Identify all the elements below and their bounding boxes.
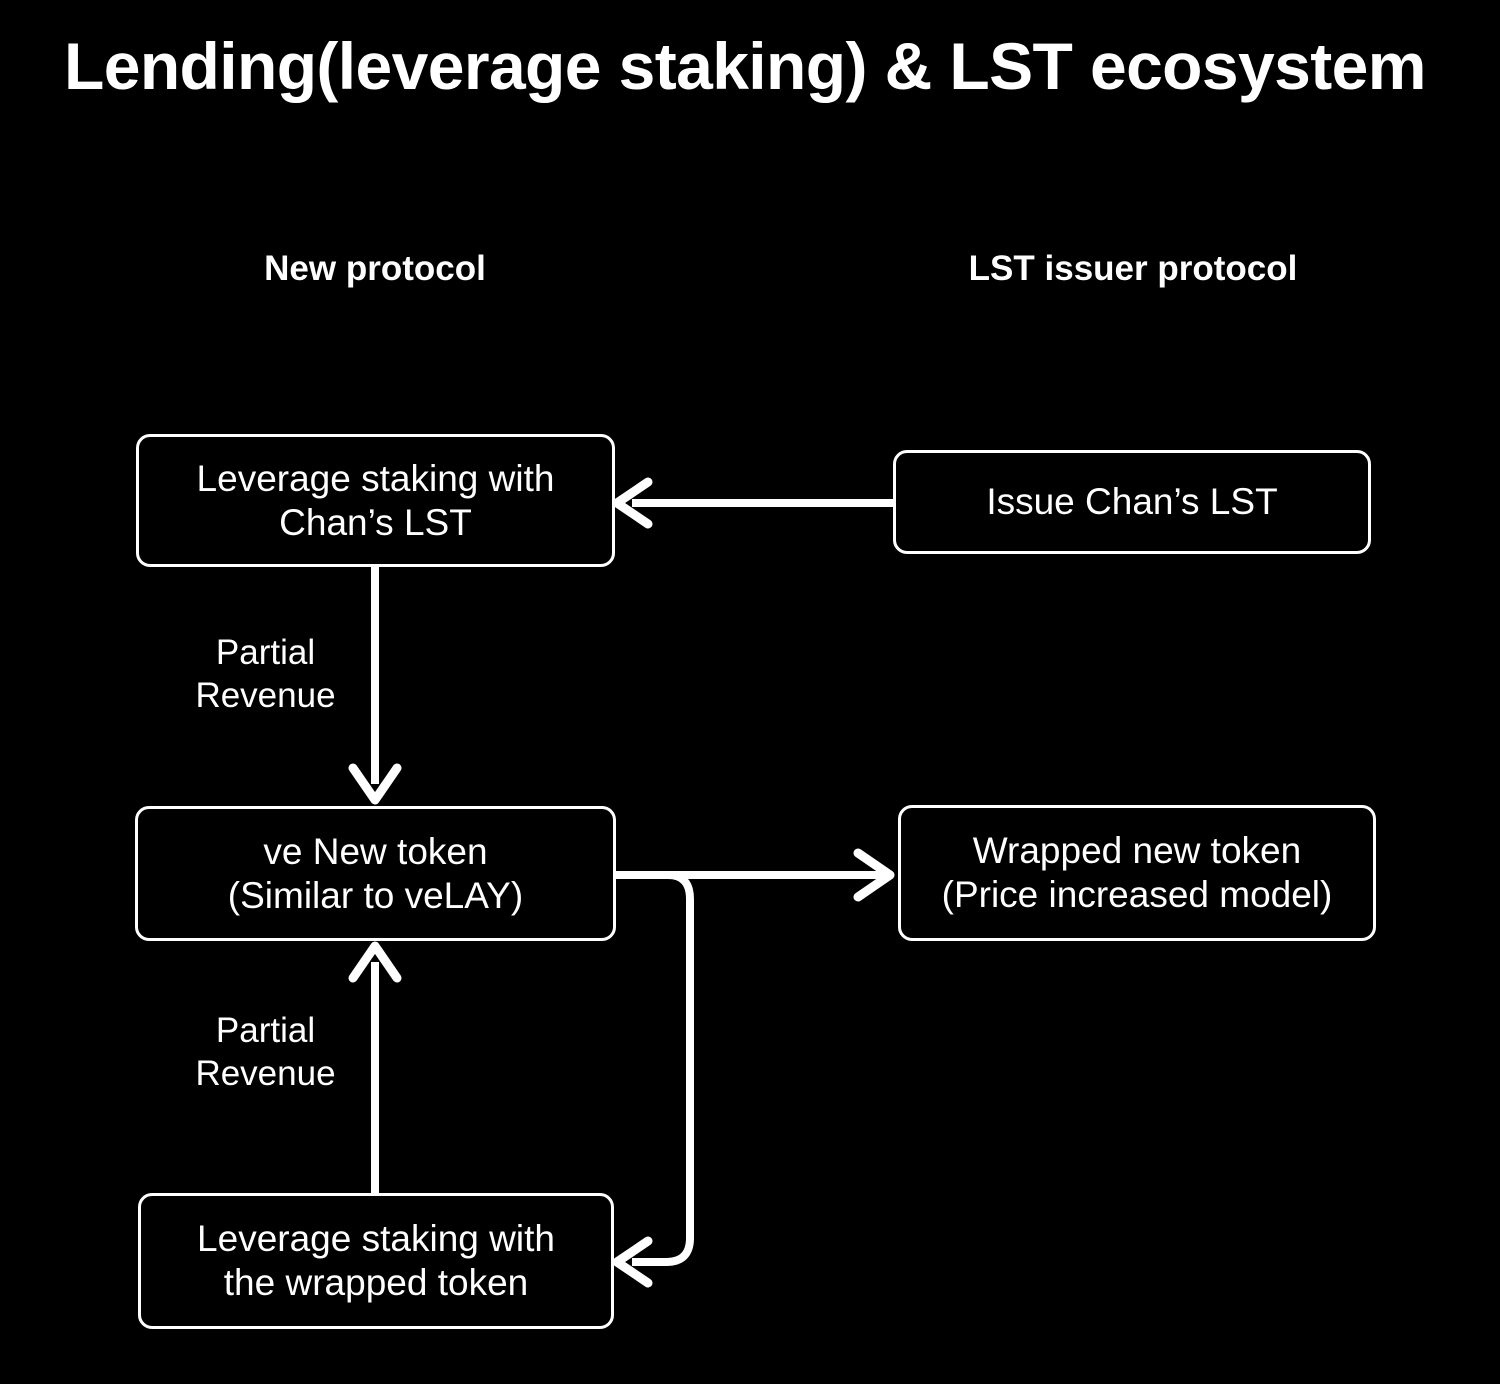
- edge-leverage-wrapped-to-ve-token: [348, 941, 402, 1193]
- node-label-line1: Leverage staking with: [196, 457, 555, 499]
- node-label-line1: Wrapped new token: [972, 830, 1302, 872]
- edge-ve-token-to-wrapped-token: [616, 848, 895, 902]
- node-wrapped-new-token[interactable]: Wrapped new token (Price increased model…: [898, 805, 1376, 941]
- node-label: Leverage staking with the wrapped token: [149, 1217, 603, 1304]
- node-label-line2: Chan’s LST: [279, 501, 472, 543]
- node-label-line1: Issue Chan’s LST: [986, 481, 1278, 523]
- node-leverage-staking-wrapped-token[interactable]: Leverage staking with the wrapped token: [138, 1193, 614, 1329]
- column-header-new-protocol: New protocol: [264, 249, 486, 288]
- node-ve-new-token[interactable]: ve New token (Similar to veLAY): [135, 806, 616, 941]
- node-label: ve New token (Similar to veLAY): [146, 830, 605, 917]
- node-label-line2: (Similar to veLAY): [227, 874, 524, 916]
- edge-issue-to-leverage-chan: [612, 477, 893, 529]
- node-label: Leverage staking with Chan’s LST: [147, 457, 604, 544]
- edge-leverage-chan-to-ve-token: [348, 567, 402, 805]
- node-label-line2: (Price increased model): [941, 874, 1333, 915]
- node-label-line2: the wrapped token: [223, 1262, 529, 1303]
- edge-label-line1: Partial: [215, 1011, 316, 1050]
- page-title: Lending(leverage staking) & LST ecosyste…: [64, 29, 1426, 103]
- node-leverage-staking-chan-lst[interactable]: Leverage staking with Chan’s LST: [136, 434, 615, 567]
- node-label: Issue Chan’s LST: [904, 480, 1360, 524]
- edge-label-line2: Revenue: [195, 1054, 336, 1094]
- edge-label-line2: Revenue: [195, 676, 336, 716]
- node-label-line1: Leverage staking with: [197, 1218, 555, 1260]
- edge-label-partial-revenue-top: Partial Revenue: [178, 631, 353, 717]
- edge-label-partial-revenue-bottom: Partial Revenue: [178, 1009, 353, 1095]
- edge-label-line1: Partial: [215, 633, 316, 672]
- node-label-line1: ve New token: [263, 830, 488, 872]
- column-header-lst-issuer-protocol: LST issuer protocol: [968, 249, 1298, 288]
- edge-ve-token-to-leverage-wrapped: [612, 871, 694, 1288]
- node-issue-chan-lst[interactable]: Issue Chan’s LST: [893, 450, 1371, 554]
- node-label: Wrapped new token (Price increased model…: [909, 829, 1365, 916]
